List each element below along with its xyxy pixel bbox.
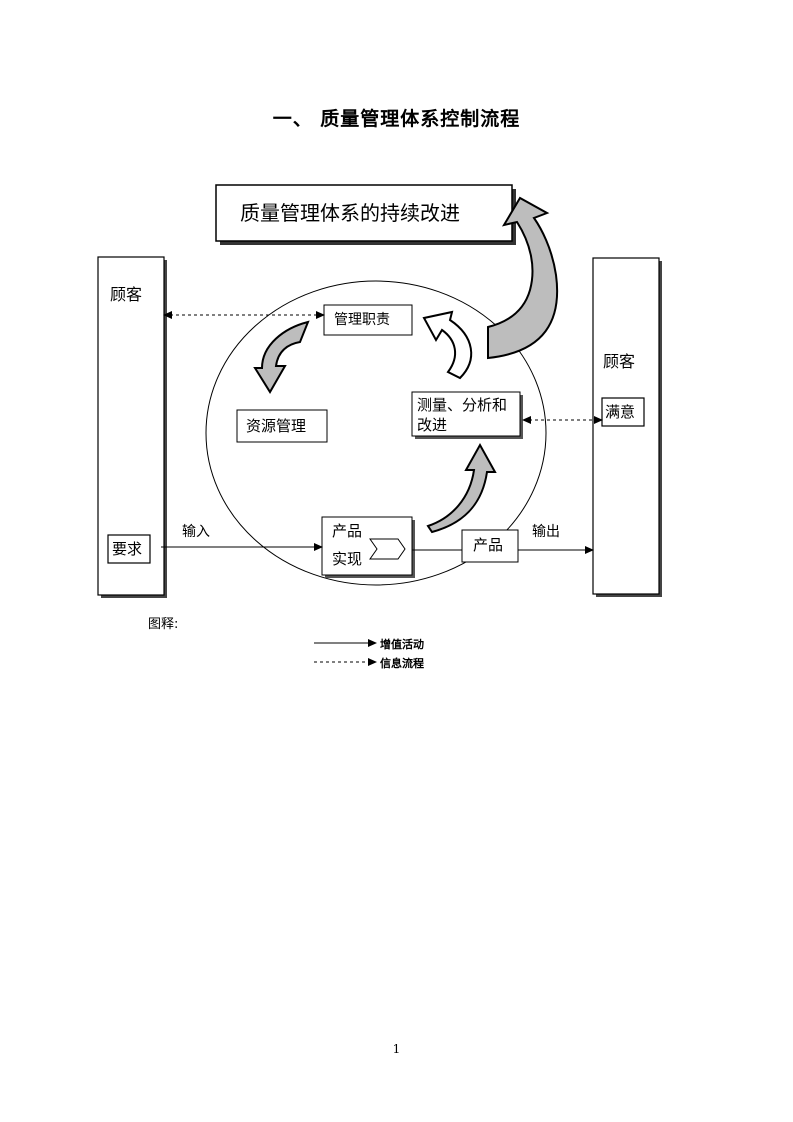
- left-customer-label: 顾客: [110, 285, 143, 304]
- product-label: 产品: [473, 536, 504, 554]
- page-title: 一、 质量管理体系控制流程: [272, 108, 521, 130]
- improvement-arrow-icon: [487, 196, 559, 360]
- legend-information-flow-label: 信息流程: [380, 657, 424, 670]
- satisfaction-label: 满意: [605, 403, 636, 421]
- measurement-label-line1: 测量、分析和: [417, 396, 508, 414]
- curved-arrow-to-measurement-icon: [426, 442, 497, 534]
- measurement-box: [411, 391, 521, 437]
- legend-title: 图释:: [148, 617, 179, 632]
- satisfaction-box: [601, 397, 645, 427]
- product-realization-label-line1: 产品: [332, 522, 363, 540]
- curved-arrow-to-management-icon: [422, 310, 473, 380]
- process-cycle-ellipse: [205, 280, 547, 586]
- page-number: 1: [392, 1042, 401, 1056]
- input-label: 输入: [182, 524, 210, 540]
- product-box: [461, 529, 519, 563]
- right-customer-label: 顾客: [603, 352, 636, 371]
- curved-arrow-to-resource-icon: [253, 320, 310, 394]
- improvement-box-label: 质量管理体系的持续改进: [240, 201, 460, 225]
- legend-value-added-label: 增值活动: [380, 638, 424, 651]
- resource-box: [236, 409, 328, 443]
- chevron-right-icon: [369, 538, 406, 560]
- product-realization-label-line2: 实现: [332, 550, 363, 568]
- measurement-label-line2: 改进: [417, 416, 448, 434]
- management-label: 管理职责: [334, 312, 390, 328]
- output-label: 输出: [532, 524, 560, 540]
- requirement-label: 要求: [112, 540, 143, 558]
- resource-label: 资源管理: [246, 417, 307, 435]
- requirement-box: [107, 534, 151, 564]
- management-box: [323, 304, 413, 336]
- improvement-box: [215, 184, 513, 242]
